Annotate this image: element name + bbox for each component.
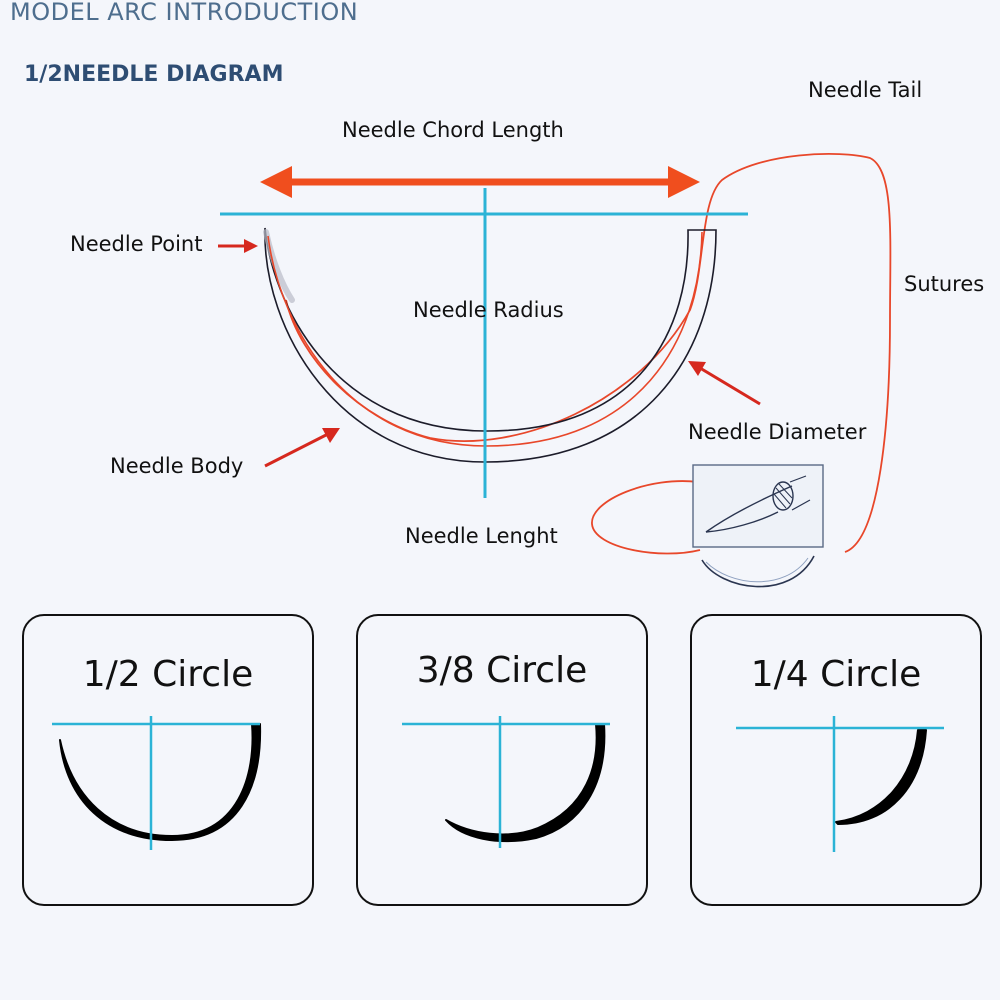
quarter-circle-title: 1/4 Circle [750, 654, 922, 695]
needle-diameter-label: Needle Diameter [688, 420, 867, 444]
chord-length-label: Needle Chord Length [342, 118, 564, 142]
needle-length-label: Needle Lenght [405, 524, 558, 548]
half-circle-title: 1/2 Circle [82, 654, 254, 695]
needle-point-label: Needle Point [70, 232, 203, 256]
quarter-circle-card: 1/4 Circle [690, 614, 982, 906]
needle-tail-label: Needle Tail [808, 78, 923, 102]
needle-point-pointer [218, 239, 258, 253]
three-eighths-circle-needle [402, 716, 610, 848]
sutures-label: Sutures [904, 272, 985, 296]
needle-body-pointer [264, 428, 340, 468]
needle-tip-inset [692, 464, 824, 548]
suture-thread [285, 153, 892, 553]
suture-loop [591, 480, 701, 555]
needle-body-label: Needle Body [110, 454, 244, 478]
half-circle-card: 1/2 Circle [22, 614, 314, 906]
small-needle-icon [701, 555, 815, 588]
quarter-circle-needle [736, 716, 944, 852]
needle-body [264, 227, 717, 463]
needle-diameter-pointer [688, 361, 761, 406]
chord-length-arrow [260, 166, 700, 198]
half-circle-needle [52, 716, 262, 850]
needle-diagram [218, 153, 892, 588]
three-eighths-circle-title: 3/8 Circle [416, 650, 588, 691]
three-eighths-circle-card: 3/8 Circle [356, 614, 648, 906]
page-title: MODEL ARC INTRODUCTION [10, 0, 359, 26]
diagram-subtitle: 1/2NEEDLE DIAGRAM [24, 62, 284, 87]
needle-radius-label: Needle Radius [413, 298, 564, 322]
needle-point-bevel [263, 229, 295, 303]
